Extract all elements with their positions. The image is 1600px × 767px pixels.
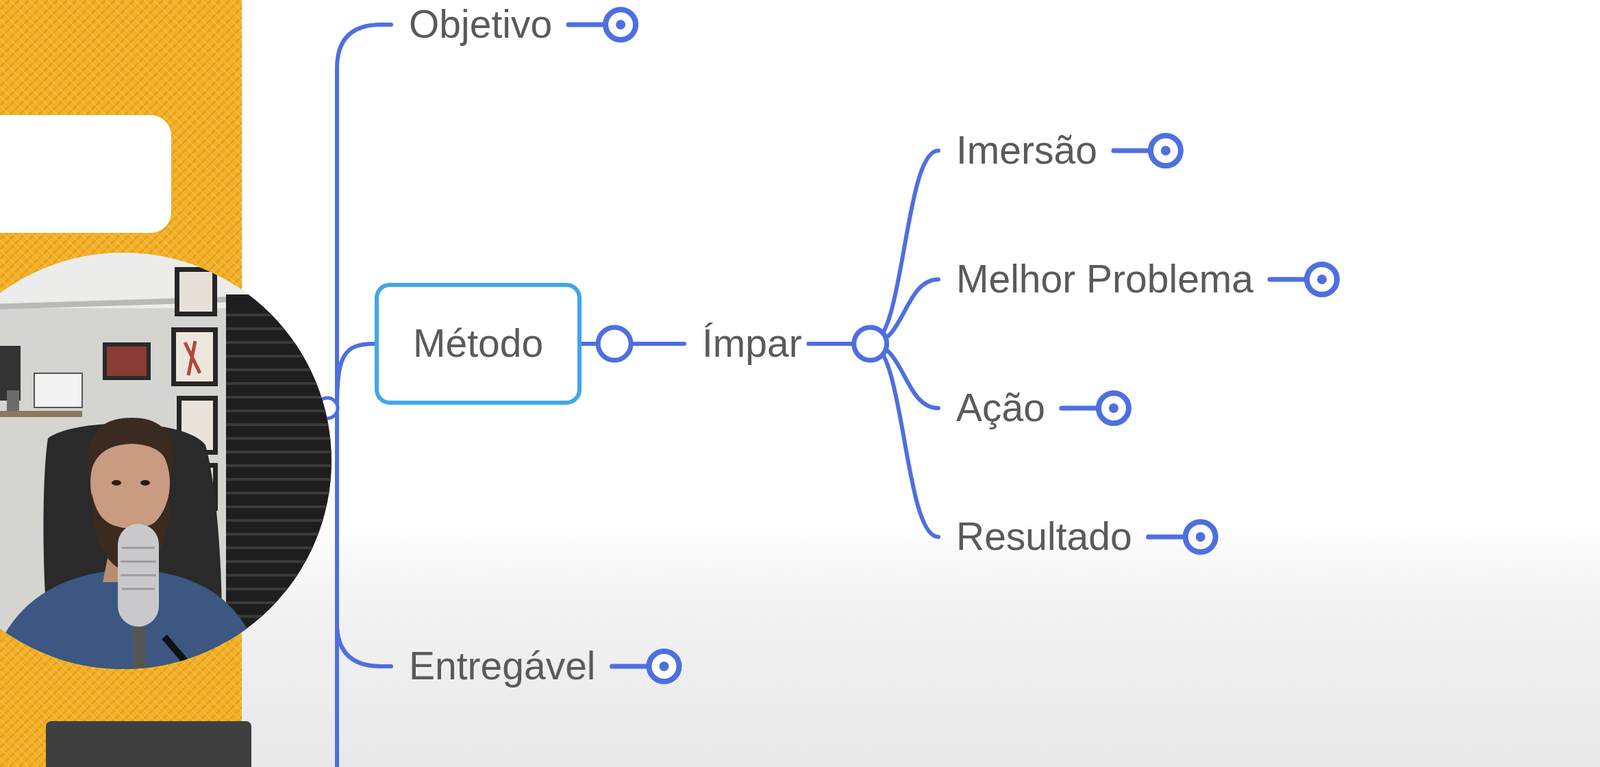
microphone (117, 523, 159, 627)
topic-label: Objetivo (408, 2, 553, 48)
topic-node: Melhor Problema (938, 254, 1261, 305)
topic-label: Melhor Problema (956, 256, 1254, 303)
icon-ring (1185, 521, 1216, 553)
icon-stem (1061, 405, 1098, 411)
branch-line (334, 408, 340, 767)
icon-stem (1113, 147, 1150, 153)
white-tab (0, 115, 172, 233)
icon-stem (1269, 276, 1306, 282)
icon-ring (605, 9, 636, 40)
icon-dot (659, 661, 670, 672)
target-icon (1113, 135, 1181, 166)
mic-grille (120, 547, 157, 590)
target-icon (1269, 264, 1337, 295)
shutter-lines (226, 315, 343, 658)
dark-bar (45, 721, 252, 767)
frame-drawing (184, 341, 200, 376)
topic-node: Objetivo (391, 0, 559, 50)
frame-picture (106, 346, 147, 377)
topic-label: Ação (956, 385, 1046, 431)
frame (174, 267, 218, 317)
topic-node: Imersão (938, 125, 1105, 177)
wall (0, 246, 343, 685)
frame-picture (179, 271, 213, 312)
topic-node: Ímpar (684, 318, 809, 370)
molding (0, 295, 343, 310)
frame-picture (176, 332, 214, 382)
frame (102, 342, 151, 381)
eye (140, 480, 150, 486)
collapse-ring (854, 327, 887, 361)
topic-label: Ímpar (702, 321, 803, 367)
poster (34, 373, 83, 408)
topic-node: Ação (938, 382, 1053, 434)
icon-dot (1195, 532, 1206, 542)
icon-stem (1148, 534, 1185, 540)
icon-stem (612, 663, 648, 669)
eye (111, 480, 122, 486)
hair (87, 417, 174, 480)
topic-label: Resultado (956, 514, 1133, 560)
topic-label: Imersão (956, 128, 1098, 174)
icon-dot (1317, 274, 1327, 285)
topic-label: Entregável (408, 643, 596, 690)
webcam-photo (0, 246, 343, 685)
icon-dot (1160, 145, 1171, 156)
icon-dot (615, 19, 626, 30)
mic-stand (132, 623, 146, 685)
topic-icons (568, 9, 1337, 682)
shelf-item (6, 390, 20, 411)
collapse-ring (597, 327, 631, 361)
branch-line (336, 343, 375, 411)
topic-node: Resultado (938, 511, 1140, 563)
shutter-line (226, 315, 343, 658)
icon-stem (568, 22, 605, 28)
topic-node: Entregável (391, 641, 603, 692)
frame (171, 327, 218, 387)
icon-ring (1150, 135, 1181, 166)
branch-connector (808, 150, 939, 344)
target-icon (1148, 521, 1216, 553)
door (226, 294, 343, 679)
mic-arm (164, 636, 206, 685)
icon-dot (1108, 403, 1119, 414)
target-icon (568, 9, 636, 40)
topic-label: Método (413, 321, 544, 367)
branch-line (336, 24, 392, 409)
icon-ring (649, 651, 680, 682)
icon-ring (1098, 393, 1129, 424)
shelf (0, 410, 83, 418)
main-branches (336, 24, 392, 767)
branch-connector (808, 343, 939, 537)
canvas-ground (241, 0, 1600, 767)
edges (581, 150, 939, 537)
selected-topic-box: Método (374, 282, 582, 405)
branch-line (336, 408, 392, 667)
target-icon (612, 651, 680, 682)
icon-ring (1306, 264, 1337, 295)
target-icon (1061, 393, 1129, 424)
